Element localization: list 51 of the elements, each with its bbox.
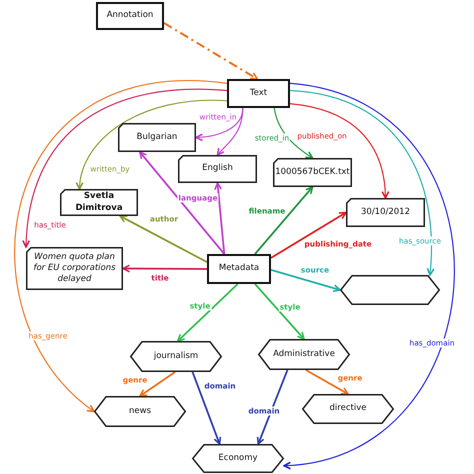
node-label: English <box>201 163 234 175</box>
entity-box <box>207 254 271 284</box>
document-box <box>273 158 352 187</box>
arrow <box>122 264 207 273</box>
node-label: journalism <box>152 350 200 362</box>
hexagon-node <box>192 444 284 473</box>
hexagon-node <box>130 341 222 372</box>
hexagon-node <box>340 275 440 305</box>
document-box <box>346 198 425 227</box>
arrow <box>256 370 288 445</box>
arrow <box>177 283 238 342</box>
arrow <box>214 182 226 254</box>
arrow <box>192 372 222 445</box>
arrow <box>14 80 228 412</box>
document-box <box>118 123 196 152</box>
node-label: 30/10/2012 <box>360 206 411 218</box>
arrow <box>290 103 390 199</box>
node-label: news <box>128 406 152 418</box>
arrow <box>274 108 314 159</box>
arrow <box>139 371 176 397</box>
arrow <box>305 369 349 395</box>
document-box <box>178 155 257 183</box>
arrow <box>76 100 228 190</box>
arrow <box>216 108 244 156</box>
node-label: Administrative <box>272 348 336 360</box>
arrow <box>254 283 305 340</box>
document-box <box>60 189 138 216</box>
node-label: Economy <box>217 452 259 464</box>
hexagon-node <box>302 394 394 424</box>
node-label: 1000567bCEK.txt <box>274 166 351 178</box>
arrow <box>22 88 228 248</box>
arrow <box>283 82 455 469</box>
node-label: Women quota plan for EU corporations delayed <box>32 252 117 286</box>
node-label: Bulgarian <box>136 132 178 144</box>
arrow <box>119 215 208 263</box>
node-label: Metadata <box>218 263 260 275</box>
node-label: Text <box>248 88 268 100</box>
arrow <box>290 90 434 276</box>
arrow <box>254 186 314 255</box>
hexagon-node <box>94 396 186 427</box>
document-box <box>26 247 123 290</box>
arrow <box>163 22 258 80</box>
node-label: Svetla Dimitrova <box>74 191 124 214</box>
arrow <box>270 212 347 259</box>
entity-box <box>96 2 164 30</box>
entity-box <box>227 79 290 108</box>
hexagon-node <box>258 339 350 370</box>
node-label: Annotation <box>106 10 154 22</box>
node-label: directive <box>328 403 368 415</box>
arrow <box>139 151 225 255</box>
arrow <box>270 269 341 292</box>
